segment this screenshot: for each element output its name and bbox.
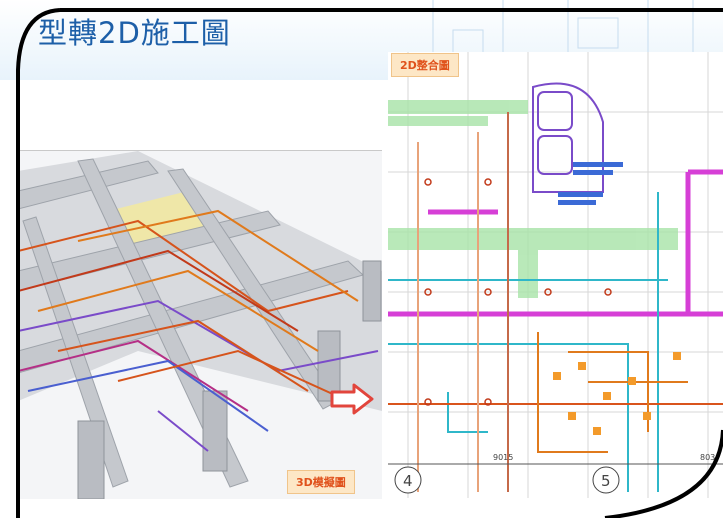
model-3d-image (18, 150, 382, 499)
arrow-right-icon (330, 383, 374, 415)
page-title: 型轉2D施工圖 (38, 16, 231, 50)
dimension-label: 9015 (493, 453, 513, 462)
grid-marker-5: 5 (601, 472, 611, 490)
plan-2d-image: 9015 803 4 5 (388, 52, 723, 498)
plan-2d-drawing: 9015 803 4 5 (388, 52, 723, 498)
dimension-label-2: 803 (700, 453, 715, 462)
grid-marker-4: 4 (403, 472, 413, 490)
plan-2d-label: 2D整合圖 (391, 53, 459, 77)
model-3d-label: 3D模擬圖 (287, 470, 355, 494)
model-3d-drawing (18, 151, 382, 499)
